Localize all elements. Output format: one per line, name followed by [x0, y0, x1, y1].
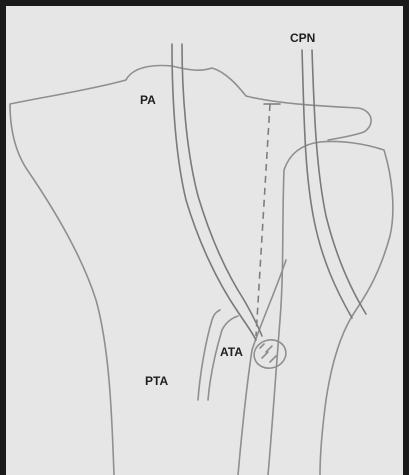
bulb-shading: [260, 344, 276, 362]
tibia-outline: [10, 66, 371, 475]
label-ata: ATA: [220, 345, 243, 359]
anterior-tibial-artery-bulb: [251, 336, 289, 371]
fibula-outline: [268, 141, 393, 475]
common-peroneal-nerve-line-left: [302, 50, 352, 318]
label-pa: PA: [140, 93, 156, 107]
popliteal-artery-line-right: [182, 44, 262, 336]
label-pta: PTA: [145, 374, 168, 388]
common-peroneal-nerve-line-right: [312, 50, 366, 314]
popliteal-artery-line-left: [172, 44, 256, 340]
dashed-measurement-line: [256, 104, 270, 336]
label-cpn: CPN: [290, 31, 315, 45]
